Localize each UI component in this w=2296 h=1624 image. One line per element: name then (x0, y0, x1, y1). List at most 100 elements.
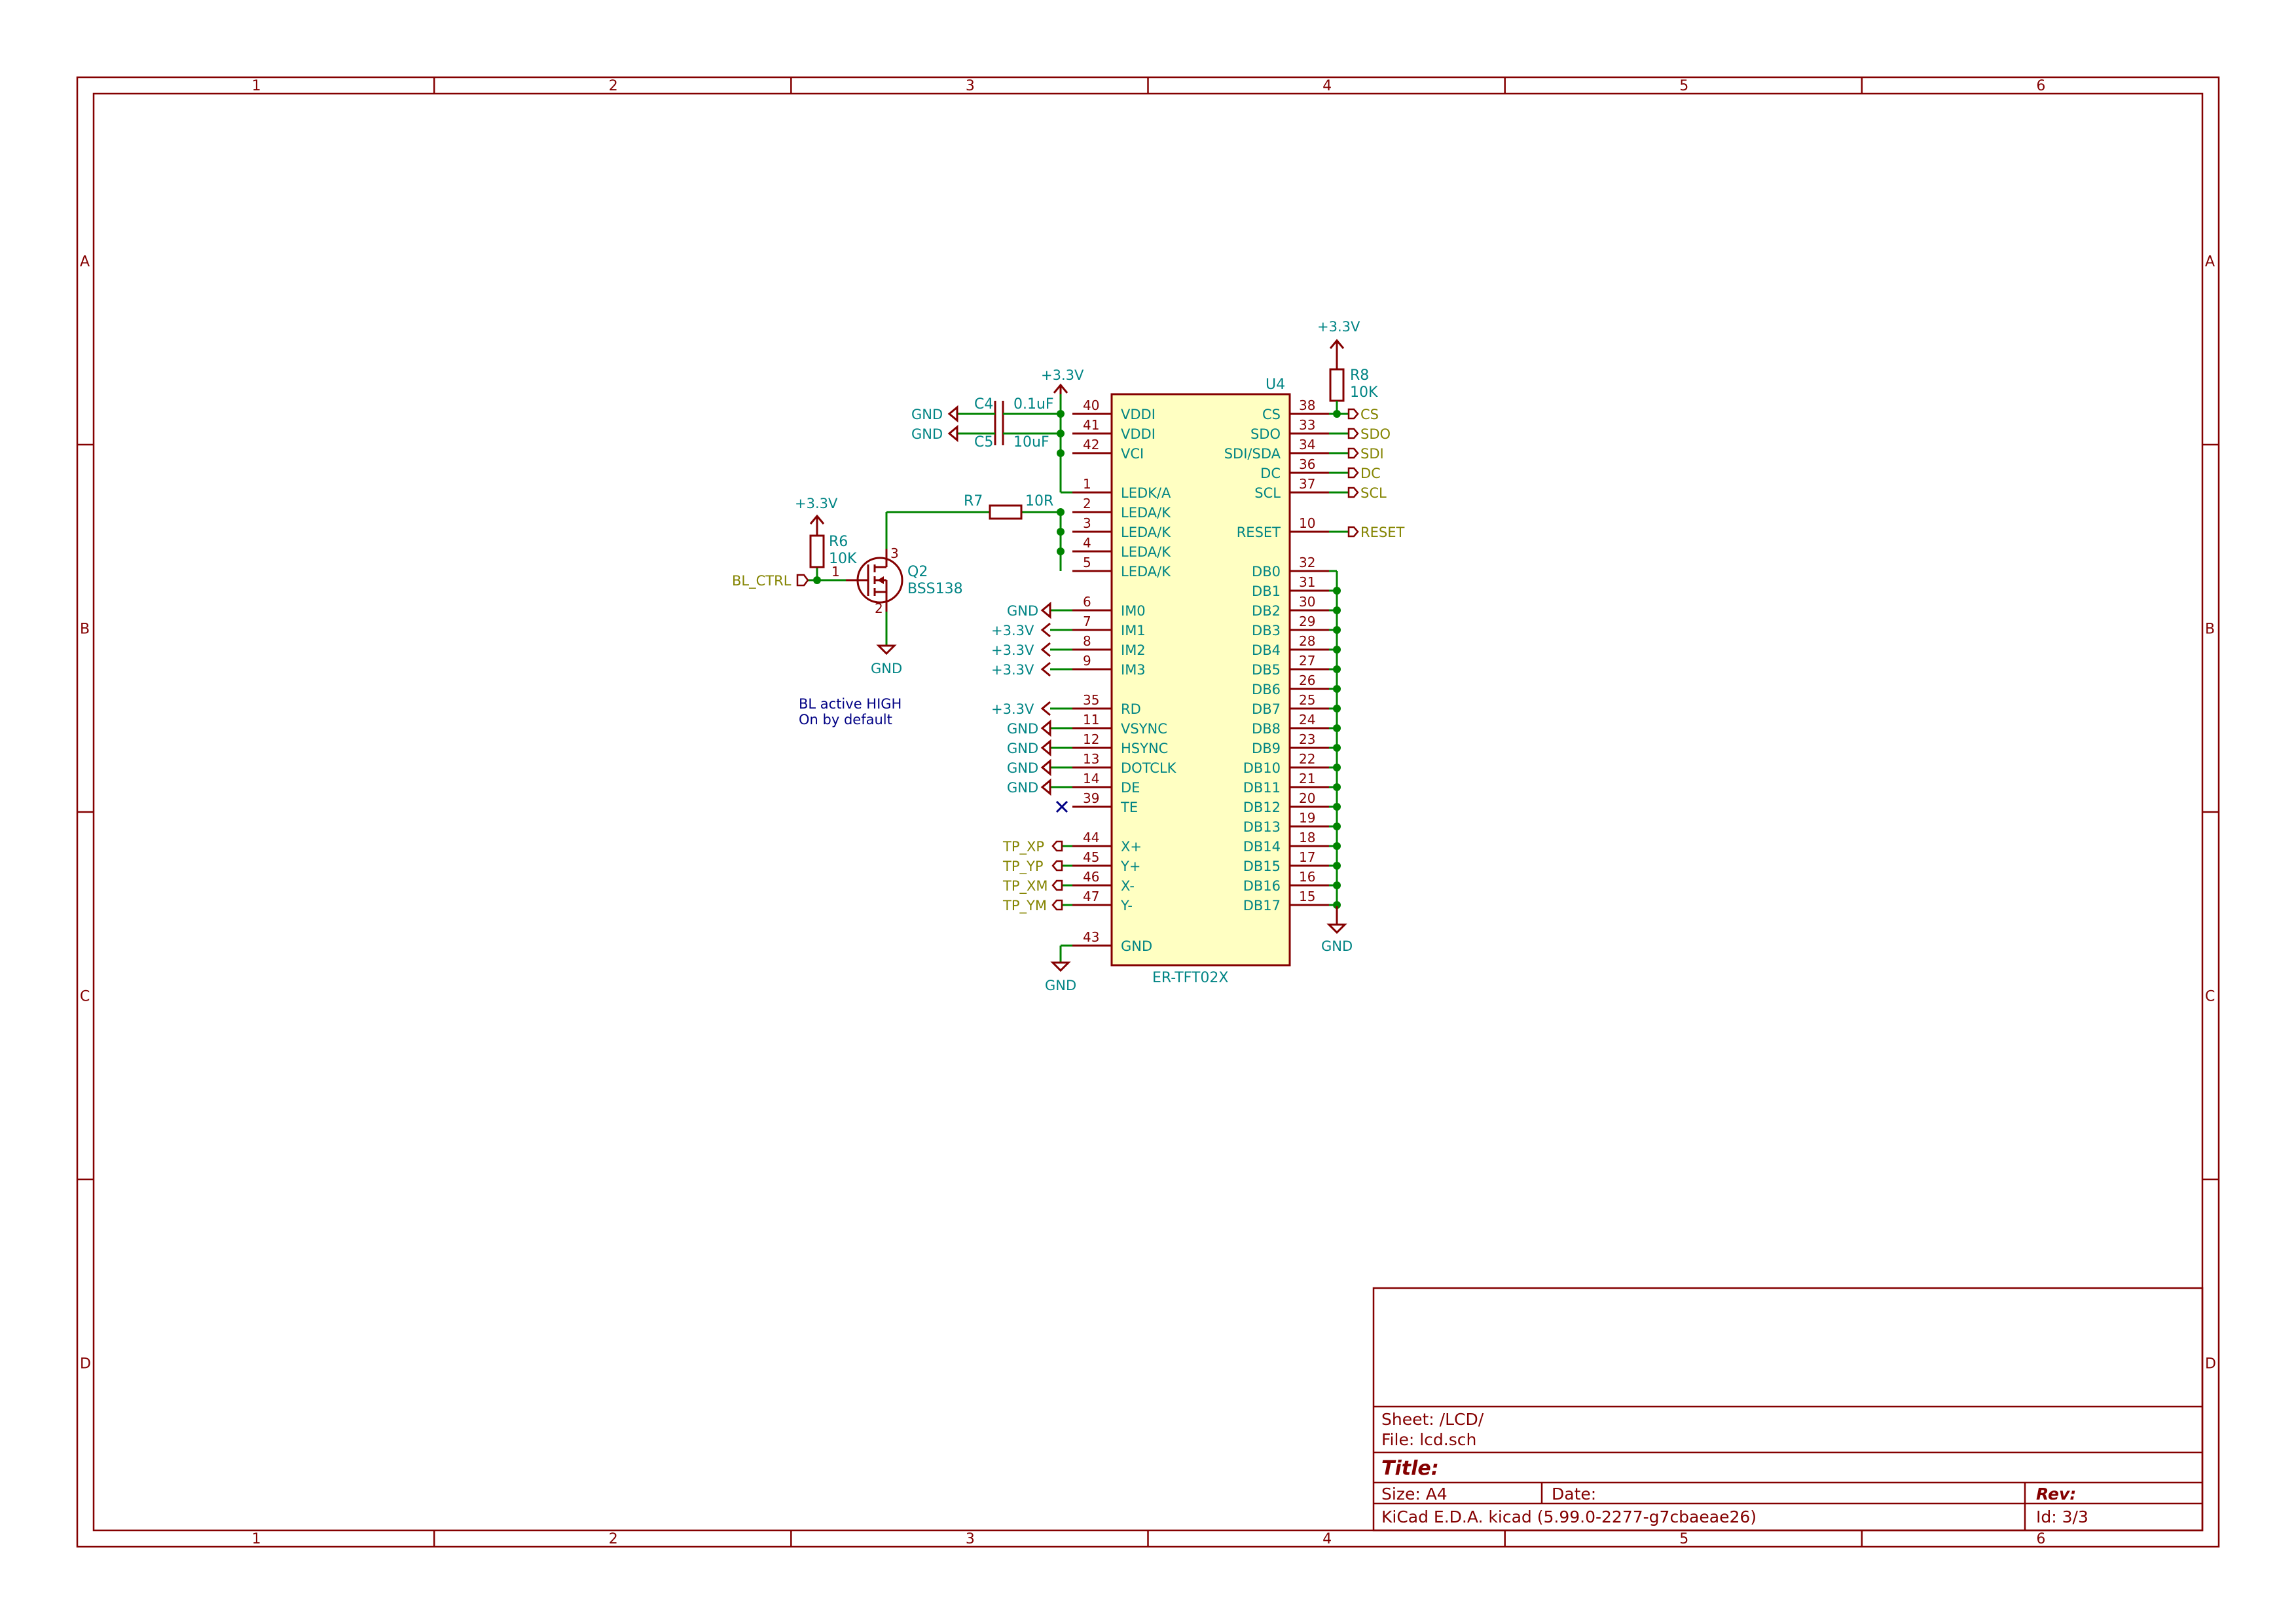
resistor-r7: R7 10R (964, 493, 1053, 520)
u4-body (1110, 393, 1291, 967)
u4-pin-number: 2 (1083, 496, 1091, 511)
u4-pin-number: 45 (1083, 849, 1099, 865)
gnd-symbol-db: GND (1321, 906, 1353, 954)
gnd-symbol (1040, 758, 1051, 777)
u4-pin-number: 36 (1299, 456, 1315, 472)
grid-row-label: B (80, 621, 90, 638)
capacitor-c5: C5 10uF (957, 422, 1049, 451)
u4-ref: U4 (1266, 377, 1285, 393)
sheet-grid-ticks (77, 77, 2219, 1547)
tb-file: File: lcd.sch (1381, 1430, 1476, 1449)
u4-pin-name: RESET (1237, 525, 1281, 540)
global-label-reset (1347, 526, 1359, 538)
u4-pin-name: VDDI (1121, 407, 1156, 422)
u4-pin-number: 27 (1299, 653, 1315, 669)
u4-pin-name: TE (1120, 800, 1138, 815)
tb-size: Size: A4 (1381, 1485, 1448, 1504)
junction (1057, 430, 1065, 437)
junction (1333, 705, 1341, 712)
svg-text:TP_YM: TP_YM (1002, 898, 1047, 914)
tb-date: Date: (1552, 1485, 1596, 1504)
u4-pin-name: CS (1262, 407, 1281, 422)
u4-pin-number: 37 (1299, 476, 1315, 492)
grid-row-label: A (80, 254, 90, 270)
u4-pin-number: 22 (1299, 751, 1315, 767)
grid-row-label: A (2205, 254, 2215, 270)
u4-pin-name: X+ (1121, 839, 1142, 855)
grid-row-label: D (80, 1356, 91, 1373)
u4-pin-name: Y+ (1120, 858, 1140, 874)
u4-right-pins: 38CS33SDO34SDI/SDA36DC37SCL10RESET32DB03… (1224, 397, 1329, 913)
svg-text:TP_XM: TP_XM (1002, 878, 1048, 895)
power-3v3-symbol (1040, 622, 1051, 638)
junction (1333, 587, 1341, 595)
u4-pin-number: 16 (1299, 869, 1315, 885)
u4-pin-name: DB3 (1252, 623, 1281, 638)
junction (1333, 646, 1341, 654)
u4-pin-number: 40 (1083, 397, 1099, 413)
svg-text:RESET: RESET (1360, 525, 1404, 540)
u4-pin-number: 42 (1083, 437, 1099, 452)
tb-tool: KiCad E.D.A. kicad (5.99.0-2277-g7cbaeae… (1381, 1507, 1757, 1526)
svg-text:TP_XP: TP_XP (1002, 839, 1044, 855)
r6-value: 10K (829, 551, 857, 567)
grid-column-label: 6 (2036, 78, 2045, 94)
grid-column-label: 2 (609, 1531, 618, 1547)
power-3v3-symbol (1040, 661, 1051, 677)
u4-pin-number: 18 (1299, 830, 1315, 845)
svg-text:+3.3V: +3.3V (991, 623, 1034, 638)
grid-row-label: D (2205, 1356, 2216, 1373)
c5-value: 10uF (1013, 434, 1049, 451)
grid-column-label: 3 (966, 78, 975, 94)
q2-value: BSS138 (907, 581, 963, 597)
junction (1333, 606, 1341, 614)
global-label-tp-yp (1051, 860, 1063, 872)
global-label-cs (1347, 408, 1359, 420)
grid-column-label: 5 (1679, 78, 1688, 94)
note-bl-line1: BL active HIGH (799, 696, 902, 712)
u4-pin-number: 29 (1299, 614, 1315, 629)
junction (1333, 862, 1341, 870)
r6-ref: R6 (829, 534, 848, 550)
u4-pin-number: 35 (1083, 692, 1099, 708)
u4-pin-name: DB16 (1243, 878, 1281, 894)
mosfet-q2: 1 2 3 Q2 BSS138 (831, 545, 963, 616)
power-3v3-symbol (1040, 701, 1051, 716)
svg-text:DC: DC (1360, 466, 1381, 481)
u4-pin-number: 23 (1299, 731, 1315, 747)
svg-text:GND: GND (1007, 721, 1038, 737)
c4-value: 0.1uF (1013, 396, 1054, 413)
global-label-sdi (1347, 447, 1359, 459)
junction (1333, 685, 1341, 693)
c5-ref: C5 (974, 434, 993, 451)
grid-column-label: 1 (252, 78, 261, 94)
svg-text:GND: GND (1007, 780, 1038, 796)
u4-pin-name: DB13 (1243, 819, 1281, 835)
junction (1333, 803, 1341, 811)
u4-pin-number: 26 (1299, 673, 1315, 688)
u4-pin-name: DE (1121, 780, 1140, 796)
u4-pin-number: 14 (1083, 771, 1099, 786)
tb-sheet: Sheet: /LCD/ (1381, 1410, 1484, 1429)
u4-pin-name: DB2 (1252, 603, 1281, 619)
grid-column-label: 4 (1322, 78, 1332, 94)
u4-pin-name: SDI/SDA (1224, 446, 1281, 462)
junction (1333, 901, 1341, 909)
u4-pin-number: 32 (1299, 555, 1315, 570)
junction (1333, 842, 1341, 850)
gnd-symbol (1040, 739, 1051, 757)
power-3v3-symbol (1040, 642, 1051, 657)
u4-pin-name: VDDI (1121, 426, 1156, 442)
tb-rev: Rev: (2036, 1485, 2076, 1504)
gnd-symbol-q2: GND (871, 644, 902, 676)
junction (1057, 410, 1065, 418)
u4-pin-number: 47 (1083, 889, 1099, 904)
junction (1333, 665, 1341, 673)
junction (1333, 764, 1341, 771)
svg-text:CS: CS (1360, 407, 1379, 422)
u4-pin-name: DB14 (1243, 839, 1281, 855)
u4-pin-number: 1 (1083, 476, 1091, 492)
u4-pin-number: 17 (1299, 849, 1315, 865)
